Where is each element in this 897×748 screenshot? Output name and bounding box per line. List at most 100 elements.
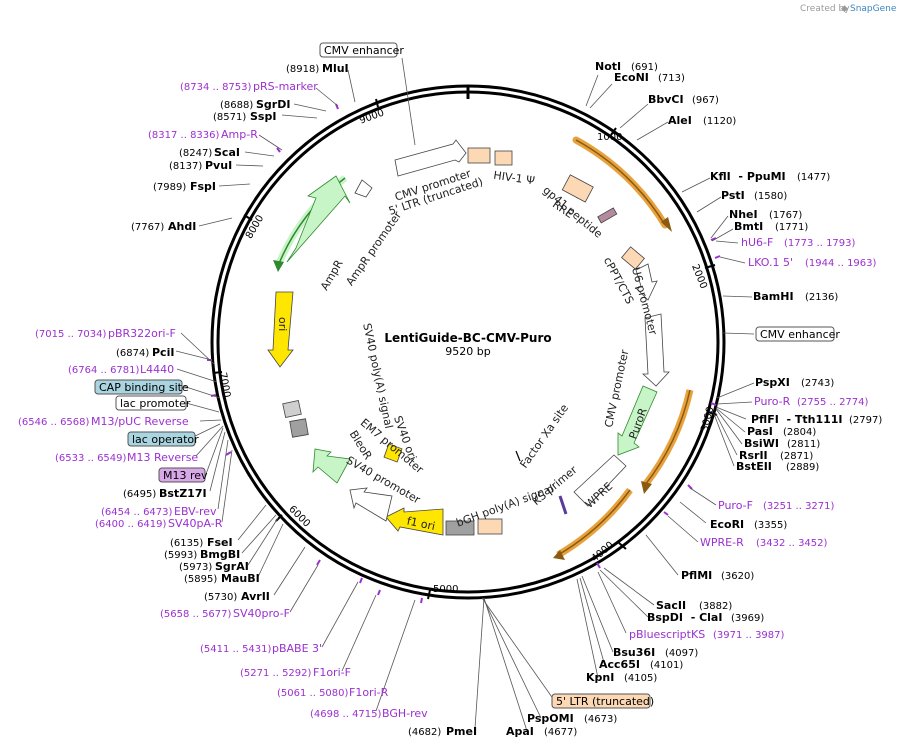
enzyme-name: SgrDI bbox=[256, 98, 290, 111]
primer-name: SV40pA-R bbox=[168, 517, 223, 530]
leader-lines-left bbox=[175, 57, 485, 729]
enzyme-position: (2743) bbox=[801, 378, 834, 389]
leader-line bbox=[576, 578, 599, 679]
enzyme-position: (4101) bbox=[650, 660, 683, 671]
enzyme-name: NotI bbox=[595, 60, 621, 73]
ruler-label: 5000 bbox=[433, 584, 458, 595]
enzyme-name: PciI bbox=[152, 346, 174, 359]
lac-region-box bbox=[282, 400, 302, 418]
ampr-promoter-arrow bbox=[354, 179, 373, 198]
enzyme-position: (8918) bbox=[286, 64, 319, 75]
primer-position: (4698 .. 4715) bbox=[310, 709, 382, 720]
inner-features bbox=[267, 139, 670, 536]
ruler-tick bbox=[427, 589, 431, 600]
gp41-box bbox=[597, 207, 618, 224]
credit-brand: SnapGene bbox=[850, 4, 897, 14]
leader-line bbox=[716, 382, 755, 399]
primer-name: Puro-R bbox=[754, 395, 791, 408]
label-cmv-promoter-right: CMV promoter bbox=[602, 348, 631, 429]
sv40-promoter-arrow bbox=[349, 487, 393, 522]
leader-lines-right bbox=[481, 74, 755, 732]
ltr5-trunc-box bbox=[467, 147, 491, 164]
enzyme-name: FseI bbox=[207, 536, 233, 549]
enzyme-name: Acc65I bbox=[599, 658, 640, 671]
label-ks-primer: KS primer bbox=[530, 463, 580, 508]
enzyme-name: RsrII bbox=[739, 449, 768, 462]
enzyme-name: BamHI bbox=[753, 290, 794, 303]
leader-line bbox=[401, 57, 416, 146]
snapgene-logo-icon: ◆ bbox=[841, 4, 848, 14]
sv40-ori-box bbox=[383, 443, 403, 463]
leader-line bbox=[237, 504, 267, 541]
primer-position: (7015 .. 7034) bbox=[35, 329, 107, 340]
leader-line bbox=[190, 423, 221, 439]
box-lac-operator bbox=[127, 431, 196, 447]
primer-name: F1ori-F bbox=[313, 666, 351, 679]
leader-line bbox=[221, 449, 233, 523]
enzyme-name: BbvCI bbox=[648, 93, 684, 106]
ruler-tick bbox=[375, 98, 379, 108]
enzyme-position: (3882) bbox=[699, 601, 732, 612]
primer-name: M13 Reverse bbox=[127, 451, 198, 464]
primers-right: hU6-F (1773 .. 1793) LKO.1 5' (1944 .. 1… bbox=[629, 236, 877, 641]
enzyme-name: SacII bbox=[656, 599, 686, 612]
primer-mark bbox=[710, 237, 717, 241]
leader-line bbox=[247, 517, 279, 566]
primer-position: (5411 .. 5431) bbox=[200, 644, 272, 655]
boxed-labels: CMV enhancer CMV enhancer CAP binding si… bbox=[94, 42, 840, 709]
leader-line bbox=[667, 515, 699, 543]
enzyme-name: MluI bbox=[322, 62, 349, 75]
primer-name: BGH-rev bbox=[382, 707, 428, 720]
box-cmv-right bbox=[755, 326, 835, 342]
u6-promoter-arrow bbox=[635, 263, 658, 301]
bleor-arrow bbox=[312, 448, 351, 484]
ks-primer-mark bbox=[558, 495, 568, 515]
primer-position: (1773 .. 1793) bbox=[784, 238, 856, 249]
enzyme-position: (4105) bbox=[624, 673, 657, 684]
primers-left: (8734 .. 8753) pRS-marker (8317 .. 8336)… bbox=[18, 80, 428, 720]
enzyme-name: Bsu36I bbox=[613, 646, 655, 659]
enzymes-left: (8918) MluI (8688) SgrDI (8571) SspI (82… bbox=[116, 62, 477, 738]
leader-line bbox=[481, 597, 555, 701]
primer-mark bbox=[710, 402, 717, 406]
leader-line bbox=[645, 534, 679, 576]
leader-line bbox=[710, 215, 729, 239]
primer-name: hU6-F bbox=[741, 236, 773, 249]
primer-mark bbox=[316, 559, 321, 566]
plasmid-size: 9520 bp bbox=[445, 345, 490, 358]
enzyme-name: BstEII bbox=[736, 460, 772, 473]
enzyme-position: (8688) bbox=[220, 100, 253, 111]
primer-position: (6400 .. 6419) bbox=[95, 519, 167, 530]
enzyme-position: (5895) bbox=[184, 574, 217, 585]
leader-line bbox=[483, 597, 528, 732]
primer-position: (3251 .. 3271) bbox=[763, 501, 835, 512]
leader-line bbox=[619, 103, 649, 129]
enzyme-name: BmgBI bbox=[200, 548, 240, 561]
enzyme-position: (4677) bbox=[544, 727, 577, 738]
enzyme-position: (3620) bbox=[721, 571, 754, 582]
primer-name: SV40pro-F bbox=[233, 607, 290, 620]
leader-line bbox=[175, 350, 213, 361]
box-lac-promoter bbox=[115, 395, 187, 411]
puror-arrow bbox=[617, 385, 658, 456]
enzyme-position: (2811) bbox=[787, 439, 820, 450]
rre-box bbox=[561, 174, 594, 203]
primer-name: L4440 bbox=[140, 363, 174, 376]
ruler-label: 1000 bbox=[597, 132, 622, 143]
leader-line bbox=[244, 151, 275, 157]
primer-position: (2755 .. 2774) bbox=[797, 397, 869, 408]
leader-line bbox=[198, 217, 233, 227]
leader-line bbox=[205, 427, 224, 475]
enzyme-position: (8137) bbox=[169, 161, 202, 172]
enzyme-position: (6874) bbox=[116, 348, 149, 359]
enzyme-position: (3355) bbox=[754, 520, 787, 531]
enzyme-position: (2797) bbox=[849, 415, 882, 426]
label-m13-rev: M13 rev bbox=[163, 469, 208, 482]
enzyme-position: (5730) bbox=[204, 592, 237, 603]
orf-arrowhead bbox=[641, 481, 652, 494]
sv40-pa-box bbox=[289, 418, 309, 438]
primer-name: EBV-rev bbox=[174, 505, 217, 518]
leader-line bbox=[185, 402, 220, 413]
label-cmv-right: CMV enhancer bbox=[760, 328, 840, 341]
